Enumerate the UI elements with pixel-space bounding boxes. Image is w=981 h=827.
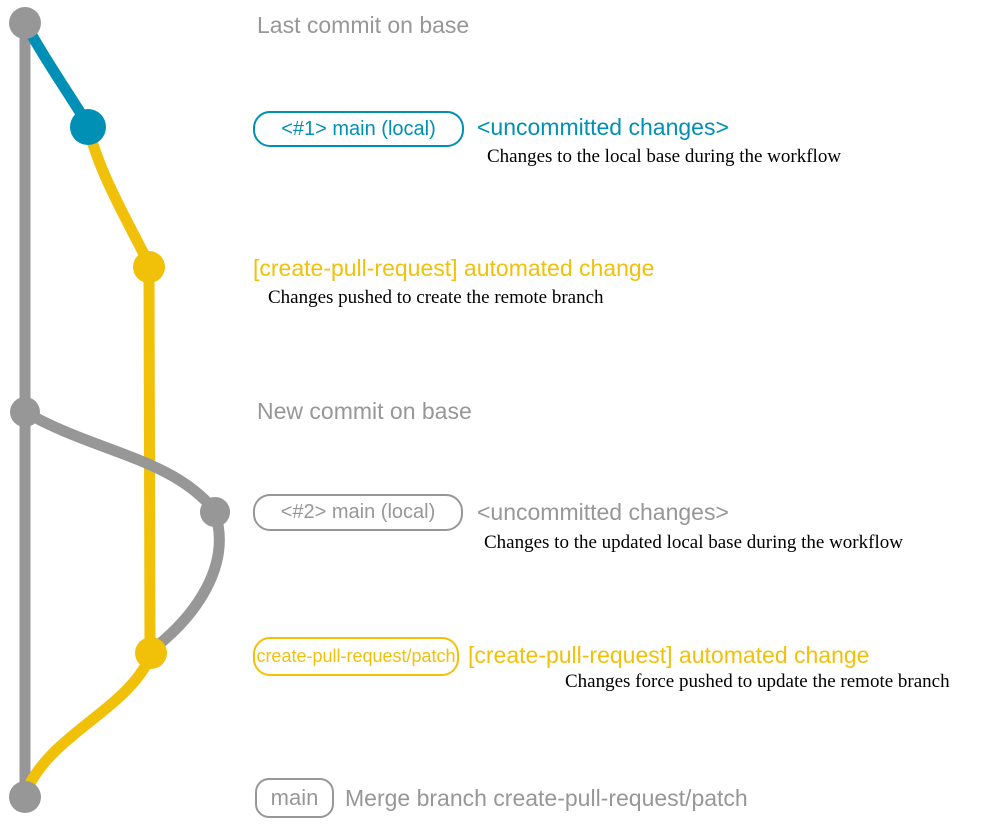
uncommitted-changes-2-heading: <uncommitted changes> [477,499,729,525]
new-commit-label: New commit on base [257,398,472,424]
merge-commit-label: Merge branch create-pull-request/patch [345,785,748,811]
create-remote-branch-line [82,121,155,270]
branch-tag-main-local-2: <#2> main (local) [253,494,463,531]
commit-node-remote-1 [133,251,165,283]
commit-node-local-2 [200,497,230,527]
uncommitted-changes-1-heading: <uncommitted changes> [477,114,729,140]
uncommitted-changes-2-desc: Changes to the updated local base during… [484,532,903,553]
commit-node-remote-2 [135,637,167,669]
branch-tag-patch: create-pull-request/patch [253,637,459,676]
automated-change-2-desc: Changes force pushed to update the remot… [565,671,950,692]
uncommitted-changes-1-desc: Changes to the local base during the wor… [487,146,842,167]
automated-change-1-heading: [create-pull-request] automated change [253,255,655,281]
last-commit-label: Last commit on base [257,12,470,38]
branch-tag-main-local-1: <#1> main (local) [253,111,464,147]
commit-node-new-base [10,397,40,427]
commit-node-local-1 [70,109,106,145]
local-main-2-branch-line [19,406,220,516]
automated-change-1-desc: Changes pushed to create the remote bran… [268,287,604,308]
branch-tag-main: main [255,778,334,818]
commit-node-last-base [9,7,41,39]
local-main-1-branch-line [19,17,94,131]
commit-node-merge [9,781,41,813]
automated-change-2-heading: [create-pull-request] automated change [468,642,870,668]
merge-branch-line [20,649,157,798]
force-push-line [146,507,225,656]
